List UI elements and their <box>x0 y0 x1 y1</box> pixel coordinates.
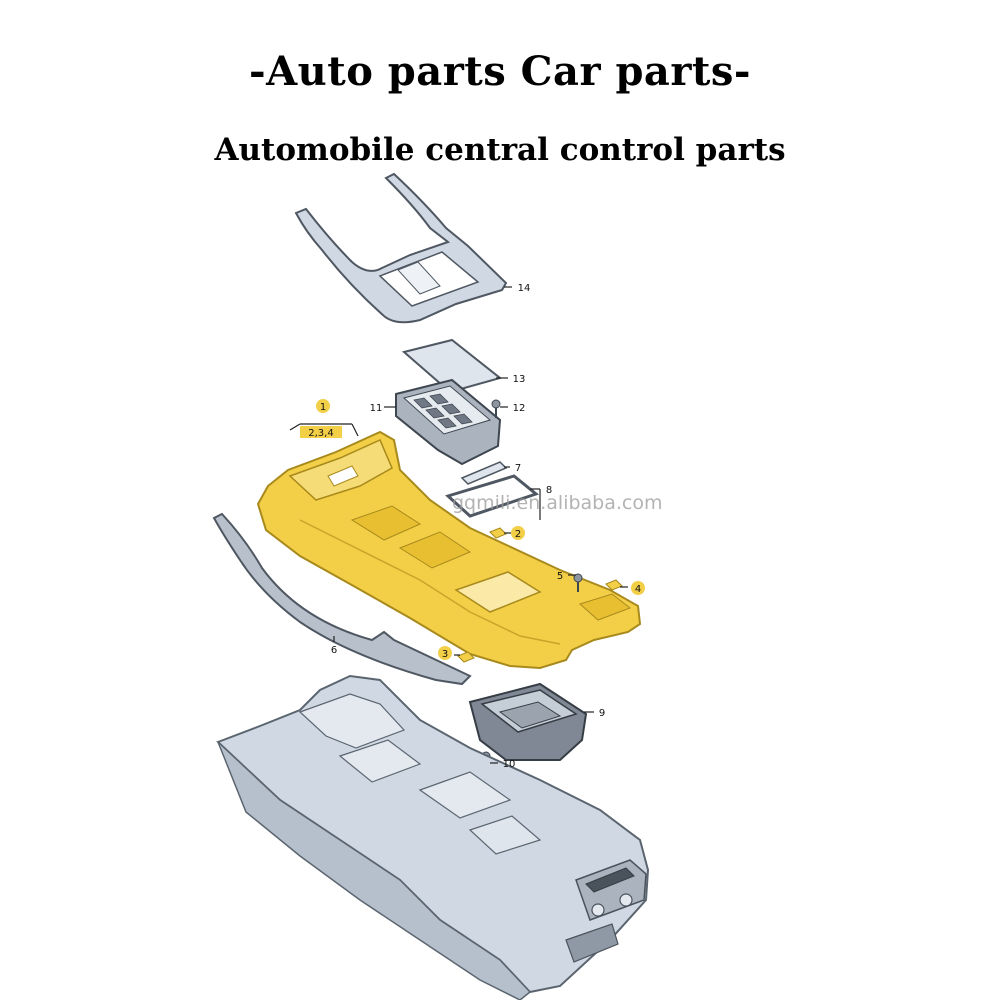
svg-text:2: 2 <box>515 529 521 540</box>
watermark: gqmili.en.alibaba.com <box>452 492 663 514</box>
svg-text:11: 11 <box>370 403 383 414</box>
part-7-strip <box>460 461 508 485</box>
svg-text:7: 7 <box>515 463 521 474</box>
svg-text:5: 5 <box>557 571 563 582</box>
callout-2: 2 <box>511 526 525 540</box>
svg-text:4: 4 <box>635 584 641 595</box>
callout-6: 6 <box>331 645 337 656</box>
callout-12: 12 <box>513 403 526 414</box>
callout-10: 10 <box>503 759 516 770</box>
callout-4: 4 <box>631 581 645 595</box>
callout-2-3-4: 2,3,4 <box>300 426 342 439</box>
callout-14: 14 <box>518 283 531 294</box>
part-9-storage-tray <box>468 682 588 761</box>
console-base <box>216 674 650 1000</box>
part-12-screw <box>491 399 501 418</box>
svg-text:6: 6 <box>331 645 337 656</box>
part-2-clip <box>489 527 507 539</box>
callout-8: 8 <box>546 485 552 496</box>
page-title: -Auto parts Car parts- <box>249 48 751 95</box>
callout-3: 3 <box>438 646 452 660</box>
part-1-console-trim <box>256 430 642 670</box>
callout-7: 7 <box>515 463 521 474</box>
svg-text:12: 12 <box>513 403 526 414</box>
callout-11: 11 <box>370 403 383 414</box>
part-6-side-trim <box>212 512 472 686</box>
leader-lines <box>289 286 628 764</box>
part-14-trim-frame <box>294 172 508 324</box>
callout-1: 1 <box>316 399 330 413</box>
part-4-clip <box>605 579 623 591</box>
callout-5: 5 <box>557 571 563 582</box>
part-8-seal-frame <box>445 474 540 518</box>
svg-text:1: 1 <box>320 402 326 413</box>
svg-text:14: 14 <box>518 283 531 294</box>
page-subtitle: Automobile central control parts <box>214 132 786 168</box>
svg-text:2,3,4: 2,3,4 <box>308 428 333 439</box>
svg-text:9: 9 <box>599 708 605 719</box>
part-5-screw <box>573 573 583 592</box>
svg-text:3: 3 <box>442 649 448 660</box>
callout-9: 9 <box>599 708 605 719</box>
callout-13: 13 <box>513 374 526 385</box>
svg-text:10: 10 <box>503 759 516 770</box>
svg-text:13: 13 <box>513 374 526 385</box>
part-3-clip <box>457 651 475 663</box>
part-11-switch-unit <box>395 378 502 466</box>
svg-text:8: 8 <box>546 485 552 496</box>
